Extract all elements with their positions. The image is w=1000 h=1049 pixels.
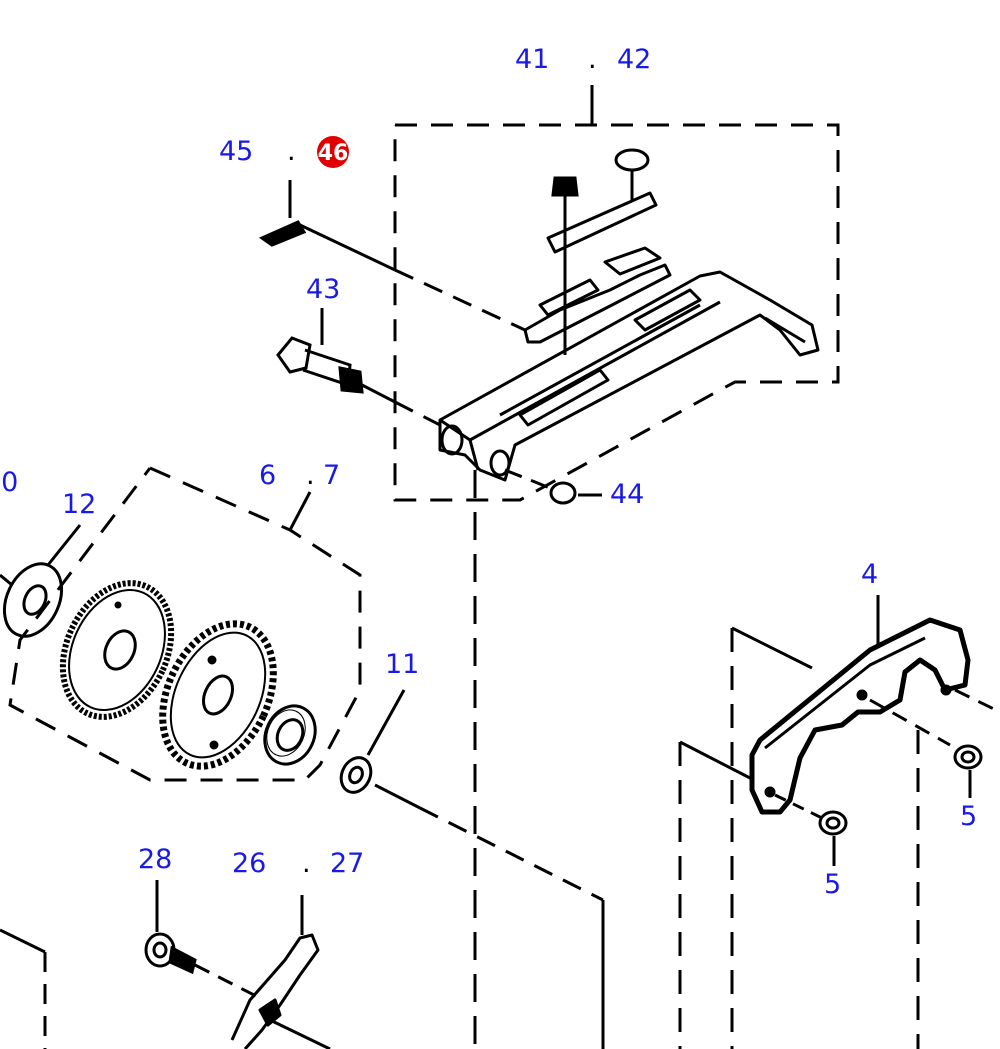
label-41: 41 xyxy=(515,44,549,75)
label-44: 44 xyxy=(610,479,644,510)
label-separator-6-7: . xyxy=(306,460,315,491)
label-7: 7 xyxy=(323,460,340,491)
label-27: 27 xyxy=(330,848,364,879)
bearing xyxy=(263,704,317,766)
label-separator-26-27: . xyxy=(302,848,311,879)
label-43: 43 xyxy=(306,274,340,305)
left-edge-lines xyxy=(0,928,47,1049)
label-separator-41-42: . xyxy=(588,44,597,75)
bolt-28 xyxy=(144,880,261,1000)
bolt-43 xyxy=(276,308,441,427)
label-10: 10 xyxy=(0,467,18,498)
washer-12 xyxy=(0,524,82,638)
label-26: 26 xyxy=(232,848,266,879)
part-labels: 41 . 42 45 . 46 43 44 10 12 6 . 7 11 4 5… xyxy=(0,44,977,900)
label-42: 42 xyxy=(617,44,651,75)
sprocket-gear xyxy=(159,620,277,770)
bracket-4 xyxy=(749,595,971,815)
assembly-41-42-group xyxy=(393,85,840,502)
nut-44 xyxy=(504,468,602,505)
label-12: 12 xyxy=(62,489,96,520)
screw-5-right xyxy=(869,688,1000,798)
label-5-lower: 5 xyxy=(824,869,841,900)
label-11: 11 xyxy=(385,649,419,680)
gear-assembly-6-7 xyxy=(8,466,362,782)
label-6: 6 xyxy=(259,460,276,491)
screw-5-lower xyxy=(774,793,848,866)
bracket-frame xyxy=(438,191,820,482)
right-dashed-frame xyxy=(678,626,920,1049)
washer-11 xyxy=(339,689,605,1049)
label-46: 46 xyxy=(318,141,349,166)
label-28: 28 xyxy=(138,844,172,875)
pin-and-cap xyxy=(551,148,650,355)
label-46-highlight: 46 xyxy=(317,136,349,168)
clip-45-46 xyxy=(258,180,526,332)
assembly-41-42-boundary xyxy=(393,123,840,502)
label-4: 4 xyxy=(861,559,878,590)
label-45: 45 xyxy=(219,136,253,167)
lever-26-27 xyxy=(230,895,331,1049)
label-5-right: 5 xyxy=(960,801,977,832)
gear-large-front xyxy=(59,580,175,720)
label-separator-45-46: . xyxy=(287,136,296,167)
